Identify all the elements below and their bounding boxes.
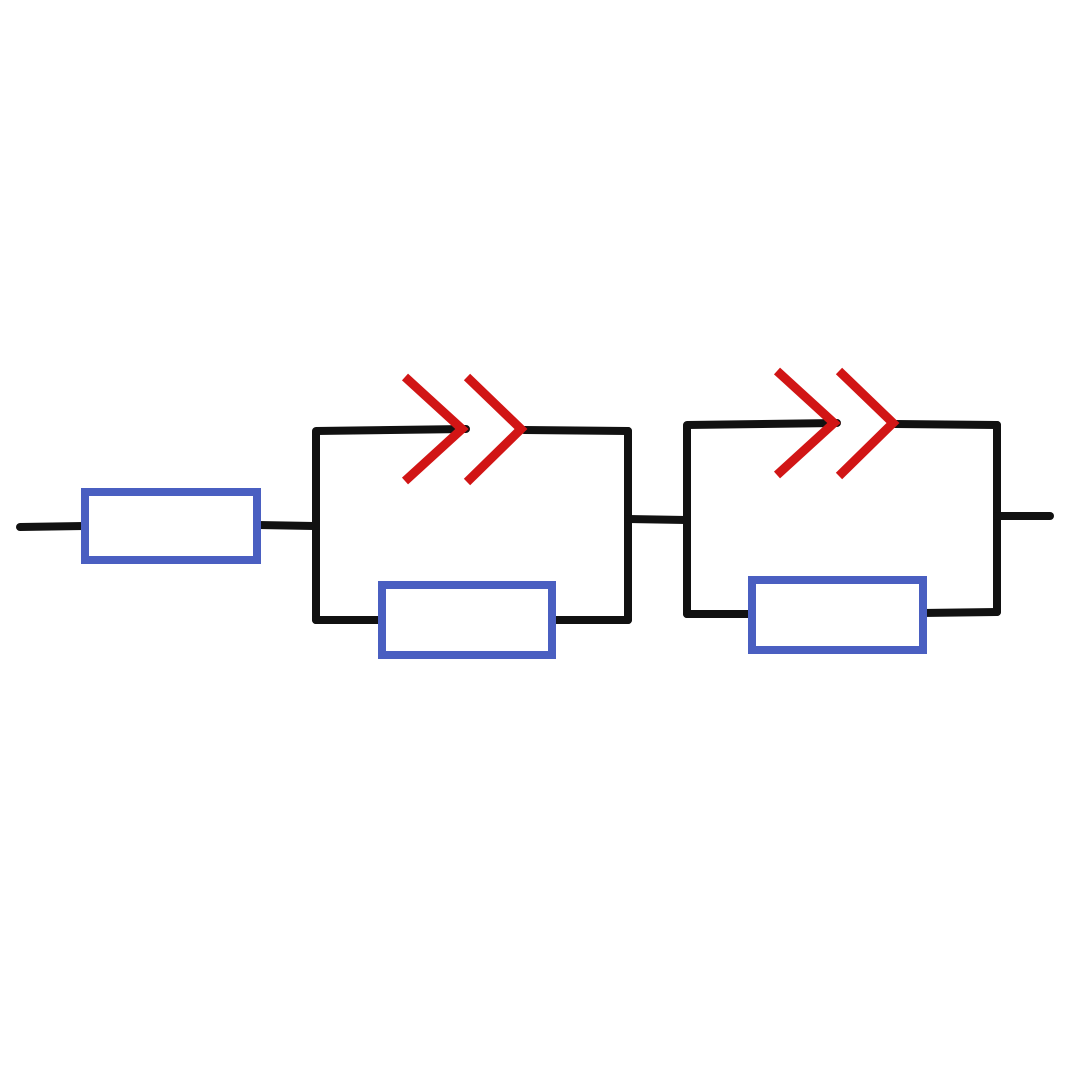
resistor-r2 (378, 581, 556, 659)
wire-r1-to-group1 (254, 521, 318, 530)
cpe-element-1 (401, 373, 528, 486)
lead-wire-left (16, 522, 88, 531)
cpe-element-2 (773, 367, 900, 480)
resistor-r1 (81, 488, 261, 564)
wire-group1-to-group2 (624, 515, 690, 524)
cpe1-chevron-right (463, 373, 528, 486)
resistor-r3 (748, 576, 927, 654)
cpe1-chevron-left (401, 373, 469, 485)
cpe2-chevron-left (773, 367, 841, 479)
cpe2-chevron-right (835, 367, 900, 480)
group2-top-wire (683, 419, 1001, 429)
group2-bottom-wire (683, 608, 1001, 618)
group1-top-wire (312, 425, 632, 435)
